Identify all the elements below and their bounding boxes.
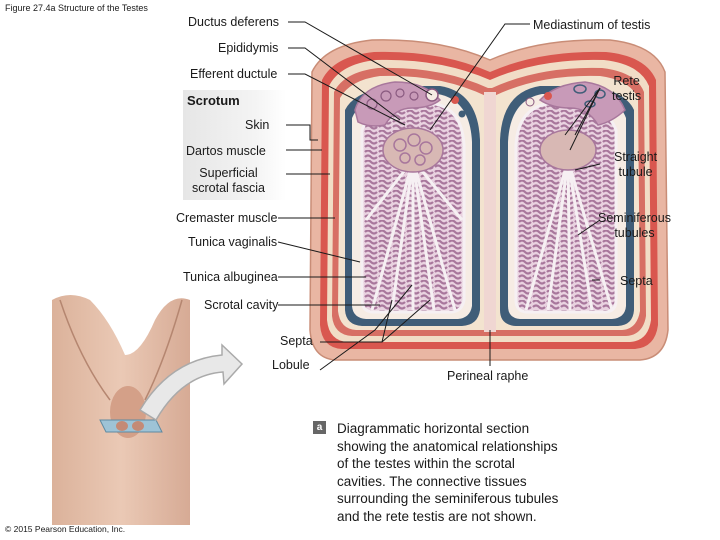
label-septa-bottom: Septa [280,334,313,348]
label-tunica-albuginea: Tunica albuginea [183,270,278,284]
label-epididymis: Epididymis [218,41,279,55]
label-cremaster-muscle: Cremaster muscle [176,211,278,225]
label-dartos-muscle: Dartos muscle [186,144,266,158]
label-tunica-vaginalis: Tunica vaginalis [188,235,278,249]
label-perineal-raphe: Perineal raphe [447,369,529,383]
scrotum-group-box: Scrotum [183,90,286,200]
label-efferent-ductule: Efferent ductule [190,67,278,81]
label-lobule: Lobule [272,358,310,372]
label-septa-right: Septa [620,274,653,288]
caption-letter-badge: a [313,421,326,434]
figure-caption: Diagrammatic horizontal section showing … [337,421,559,524]
label-ductus-deferens: Ductus deferens [188,15,280,29]
scrotum-heading: Scrotum [187,93,240,108]
label-superficial-scrotal-fascia: Superficial scrotal fascia [192,166,265,195]
figure-title: Figure 27.4a Structure of the Testes [5,3,148,13]
label-scrotal-cavity: Scrotal cavity [204,298,279,312]
label-rete-testis: Rete testis [612,74,642,103]
label-straight-tubule: Straight tubule [614,150,658,179]
label-skin: Skin [245,118,270,132]
label-seminiferous-tubules: Seminiferous tubules [598,211,671,240]
copyright-notice: © 2015 Pearson Education, Inc. [5,524,126,534]
label-mediastinum-of-testis: Mediastinum of testis [533,18,651,32]
